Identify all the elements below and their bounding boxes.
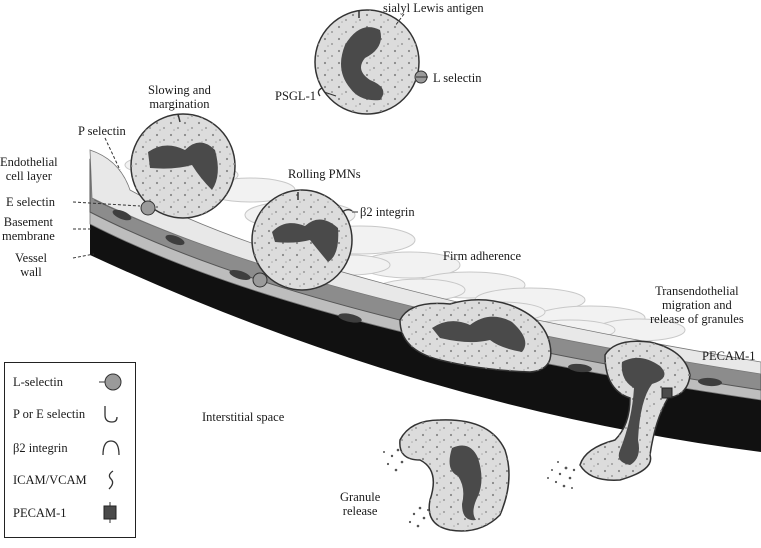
label-psgl1: PSGL-1 (275, 89, 316, 103)
pecam-square-icon (103, 502, 117, 523)
label-interstitial-space: Interstitial space (202, 410, 285, 424)
label-transendothelial-migration: Transendothelial migration and release o… (650, 284, 744, 326)
free-leukocyte (314, 9, 428, 115)
legend-item-l-selectin: L-selectin (5, 373, 133, 405)
leader-lines (72, 13, 428, 259)
icam-squiggle-icon (108, 470, 114, 490)
pecam-marker (661, 387, 673, 399)
legend-item-p-or-e-selectin: P or E selectin (5, 406, 133, 437)
l-selectin-ball-icon (99, 373, 122, 391)
label-p-selectin: P selectin (78, 124, 126, 138)
granule-spray-left (383, 448, 429, 528)
legend-item-b2-integrin: β2 integrin (5, 440, 133, 471)
rolling-l-selectin-marker (252, 272, 268, 288)
e-selectin-binding-marker (140, 200, 156, 216)
legend-item-icam-vcam: ICAM/VCAM (5, 470, 133, 503)
legend-label: P or E selectin (13, 407, 86, 421)
integrin-loop-icon (102, 440, 120, 456)
legend: L-selectin P or E selectin β2 integrin I… (4, 362, 136, 538)
label-firm-adherence: Firm adherence (443, 249, 522, 263)
legend-label: ICAM/VCAM (13, 473, 87, 487)
marginating-leukocyte (130, 113, 236, 219)
label-slowing-margination: Slowing and margination (148, 83, 211, 111)
legend-item-pecam1: PECAM-1 (5, 502, 133, 536)
rolling-leukocyte (251, 189, 353, 291)
legend-label: β2 integrin (13, 441, 68, 455)
granule-spray-right (547, 461, 576, 489)
degranulating-leukocyte (383, 419, 510, 532)
label-l-selectin: L selectin (433, 71, 482, 85)
label-sialyl-lewis-antigen: sialyl Lewis antigen (383, 1, 484, 15)
label-e-selectin: E selectin (6, 195, 55, 209)
label-granule-release: Granule release (340, 490, 381, 518)
label-vessel-wall: Vessel wall (15, 251, 47, 279)
migrating-leukocyte (547, 340, 691, 489)
label-rolling-pmns: Rolling PMNs (288, 167, 361, 181)
label-basement-membrane: Basement membrane (2, 215, 55, 243)
adherent-leukocyte (399, 299, 552, 373)
legend-label: PECAM-1 (13, 506, 67, 520)
legend-label: L-selectin (13, 375, 63, 389)
label-pecam1: PECAM-1 (702, 349, 756, 363)
label-endothelial-cell-layer: Endothelial cell layer (0, 155, 58, 183)
label-b2-integrin: β2 integrin (360, 205, 415, 219)
selectin-hook-icon (104, 406, 118, 423)
